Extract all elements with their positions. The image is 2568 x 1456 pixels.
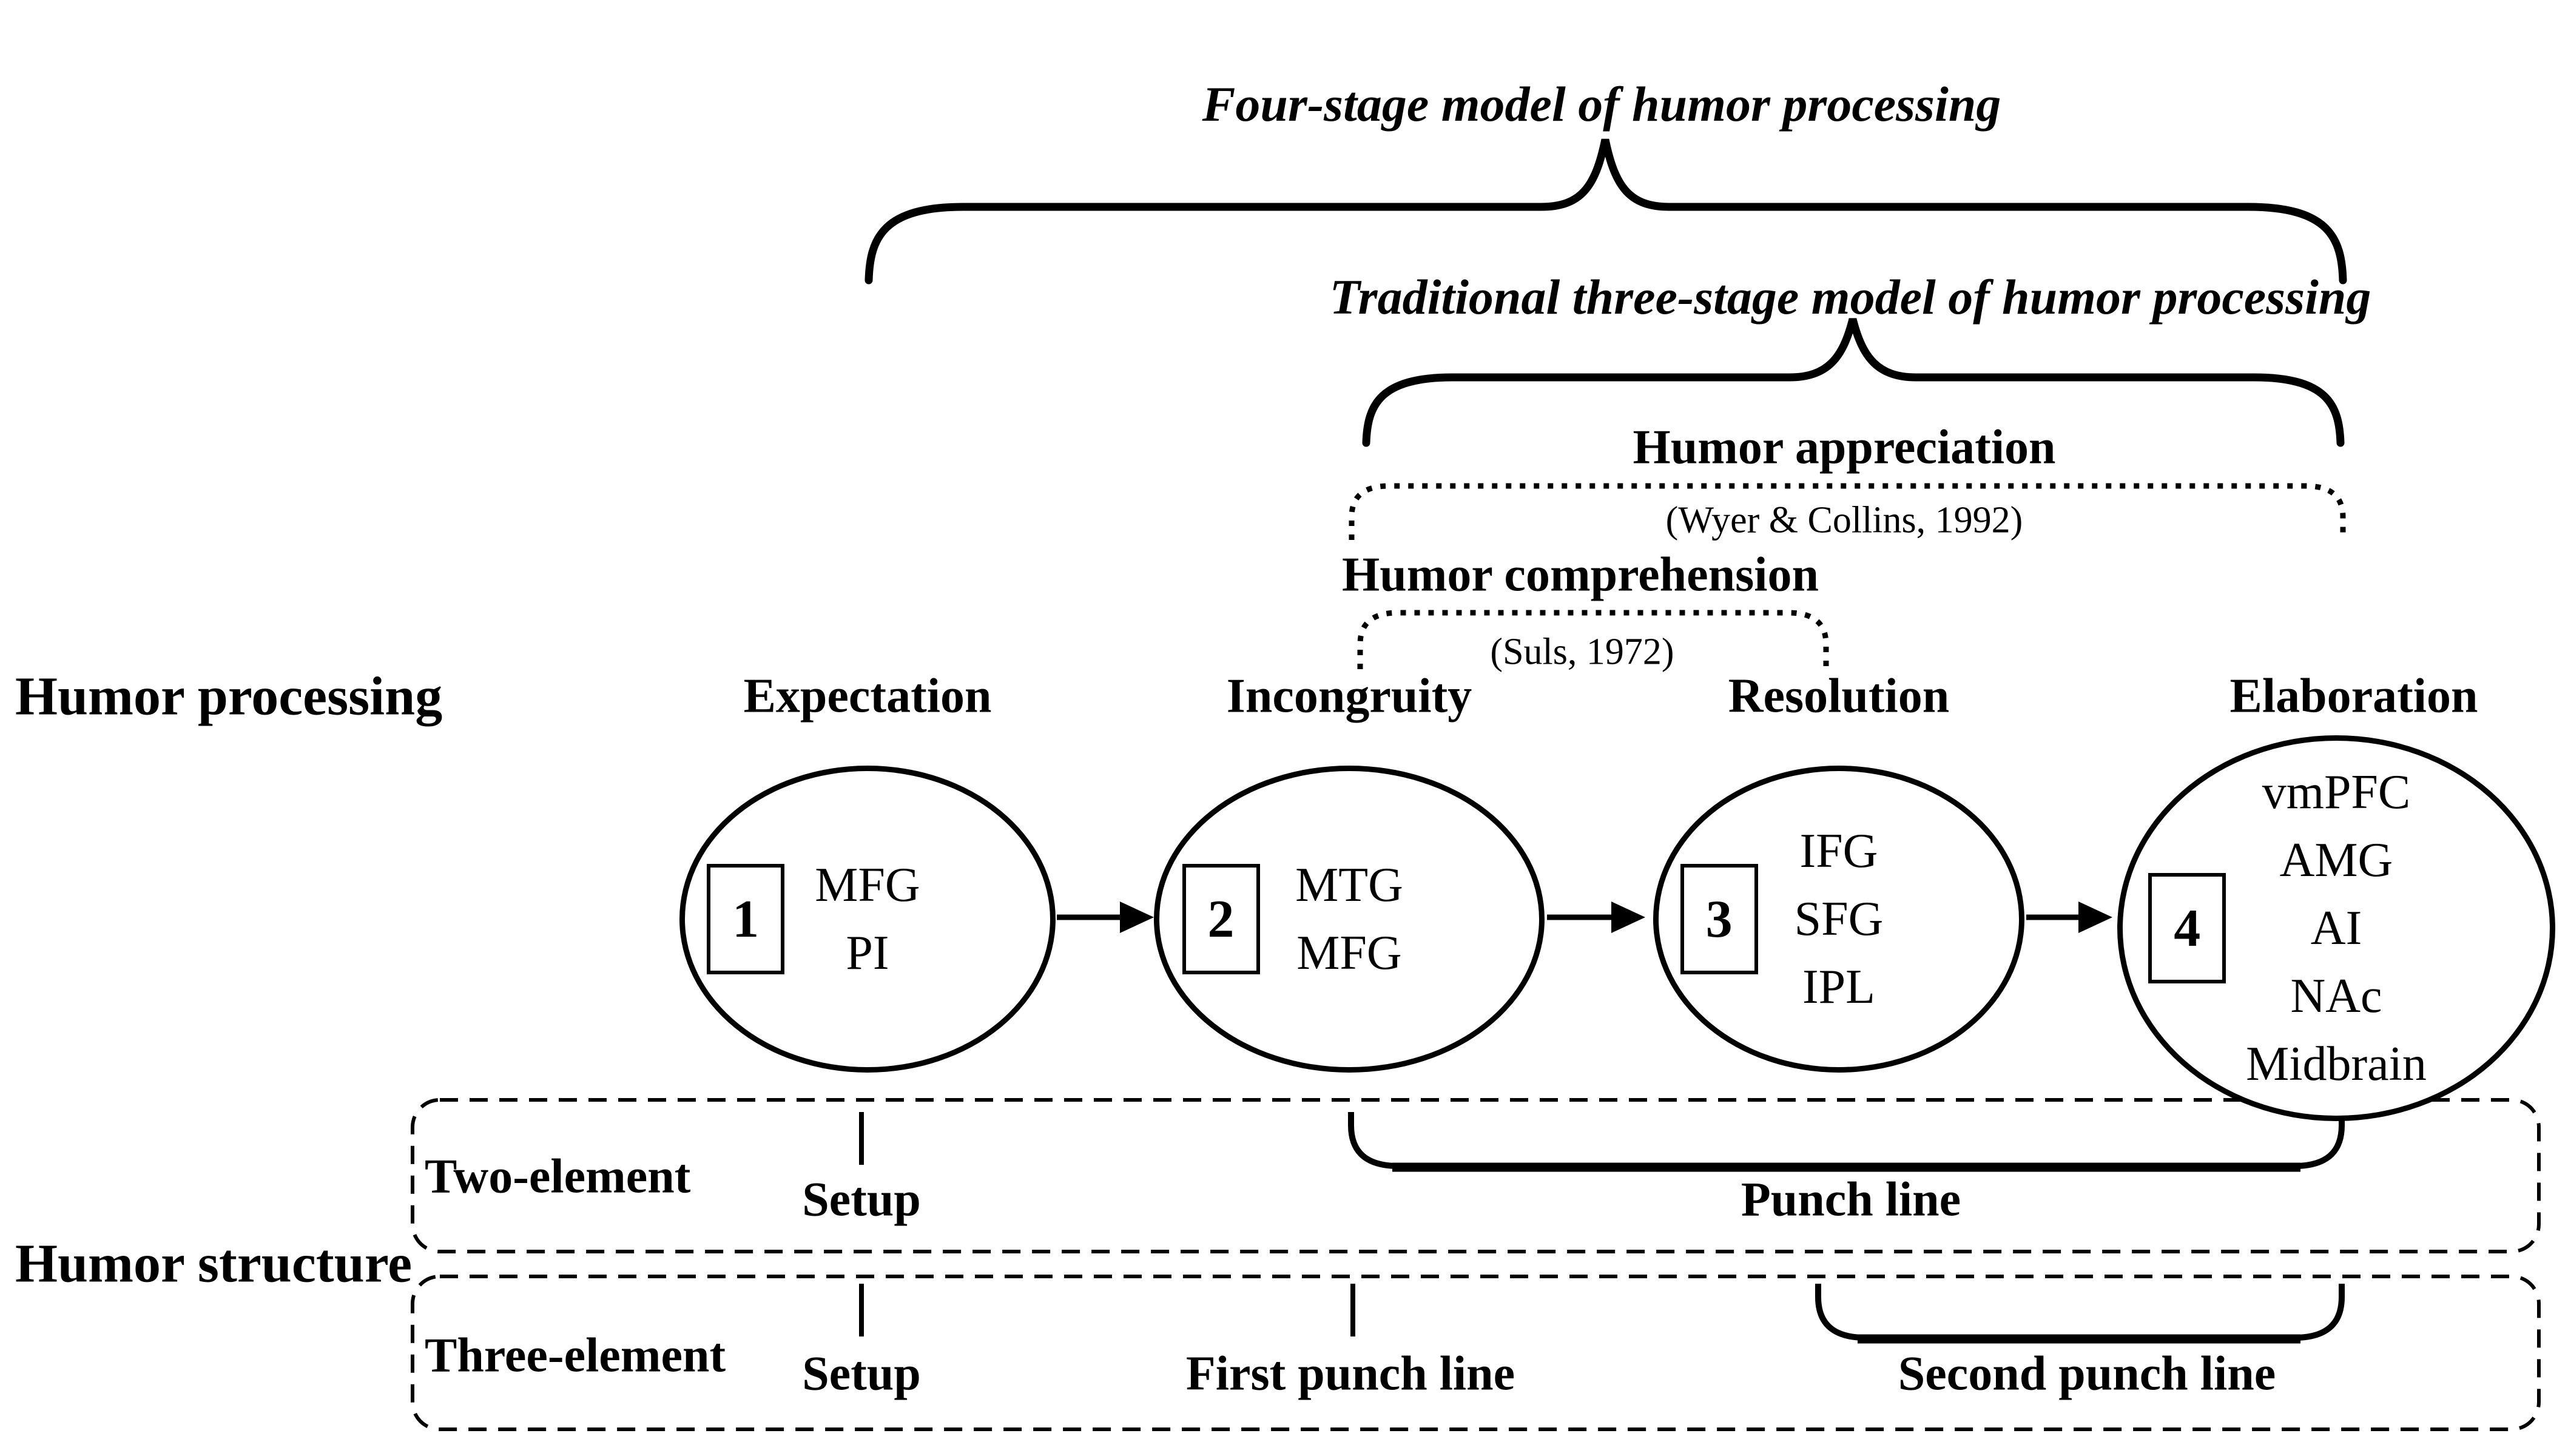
- brain-region: PI: [846, 926, 889, 980]
- arrow-incongruity-to-resolution: [1547, 902, 1645, 933]
- two-element-box: [411, 1098, 2541, 1253]
- stage-number: 3: [1705, 889, 1733, 949]
- stage-ellipse-resolution: 3 IFG SFG IPL: [1653, 766, 2024, 1073]
- stage-label-elaboration: Elaboration: [2229, 669, 2478, 723]
- brain-region: vmPFC: [2262, 766, 2411, 819]
- stage-number: 1: [732, 889, 760, 949]
- stage-number: 4: [2174, 898, 2201, 958]
- second-punch-bracket: [1815, 1284, 2345, 1341]
- stage-number-box: 2: [1182, 864, 1260, 974]
- punch-line-bracket: [1348, 1112, 2345, 1169]
- brain-region: MFG: [1296, 926, 1402, 980]
- humor-structure-row-label: Humor structure: [15, 1233, 413, 1294]
- brain-region: AMG: [2279, 834, 2393, 887]
- second-punch-line-label: Second punch line: [1898, 1347, 2276, 1401]
- brain-regions-list: vmPFC AMG AI NAc Midbrain: [2246, 758, 2427, 1098]
- arrow-resolution-to-elaboration: [2026, 902, 2112, 933]
- stage-ellipse-elaboration: 4 vmPFC AMG AI NAc Midbrain: [2117, 735, 2555, 1121]
- arrow-expectation-to-incongruity: [1057, 902, 1154, 933]
- humor-comprehension-citation: (Suls, 1972): [1490, 631, 1674, 673]
- stage-number-box: 4: [2148, 873, 2226, 983]
- brain-region: MFG: [815, 858, 920, 912]
- humor-appreciation-citation: (Wyer & Collins, 1992): [1665, 499, 2023, 541]
- three-stage-brace: [1362, 318, 2345, 447]
- brain-regions-list: IFG SFG IPL: [1795, 817, 1884, 1021]
- three-element-label: Three-element: [425, 1329, 726, 1383]
- brain-region: MTG: [1295, 858, 1403, 912]
- three-element-setup-label: Setup: [802, 1347, 921, 1401]
- stage-label-incongruity: Incongruity: [1226, 669, 1472, 723]
- two-element-punch-line-label: Punch line: [1741, 1173, 1961, 1227]
- four-stage-model-title: Four-stage model of humor processing: [1202, 76, 2001, 132]
- brain-regions-list: MFG PI: [815, 851, 920, 987]
- humor-appreciation-bracket: [1349, 483, 2346, 540]
- stage-label-expectation: Expectation: [743, 669, 992, 723]
- brain-region: AI: [2310, 902, 2362, 955]
- brain-regions-list: MTG MFG: [1295, 851, 1403, 987]
- three-stage-model-title: Traditional three-stage model of humor p…: [1329, 269, 2371, 325]
- stage-number-box: 3: [1680, 864, 1758, 974]
- brain-region: NAc: [2290, 969, 2382, 1023]
- brain-region: IPL: [1802, 960, 1875, 1014]
- humor-comprehension-label: Humor comprehension: [1342, 548, 1819, 602]
- humor-processing-row-label: Humor processing: [15, 666, 443, 727]
- stage-number-box: 1: [707, 864, 785, 974]
- brain-region: Midbrain: [2246, 1037, 2427, 1091]
- brain-region: IFG: [1799, 824, 1878, 878]
- brain-region: SFG: [1794, 892, 1884, 946]
- stage-ellipse-expectation: 1 MFG PI: [679, 766, 1056, 1073]
- humor-appreciation-label: Humor appreciation: [1633, 420, 2056, 474]
- four-stage-brace: [864, 138, 2347, 285]
- stage-number: 2: [1207, 889, 1235, 949]
- stage-ellipse-incongruity: 2 MTG MFG: [1154, 766, 1545, 1073]
- stage-label-resolution: Resolution: [1728, 669, 1950, 723]
- two-element-setup-label: Setup: [802, 1173, 921, 1227]
- two-element-label: Two-element: [425, 1150, 691, 1204]
- first-punch-line-label: First punch line: [1185, 1347, 1515, 1401]
